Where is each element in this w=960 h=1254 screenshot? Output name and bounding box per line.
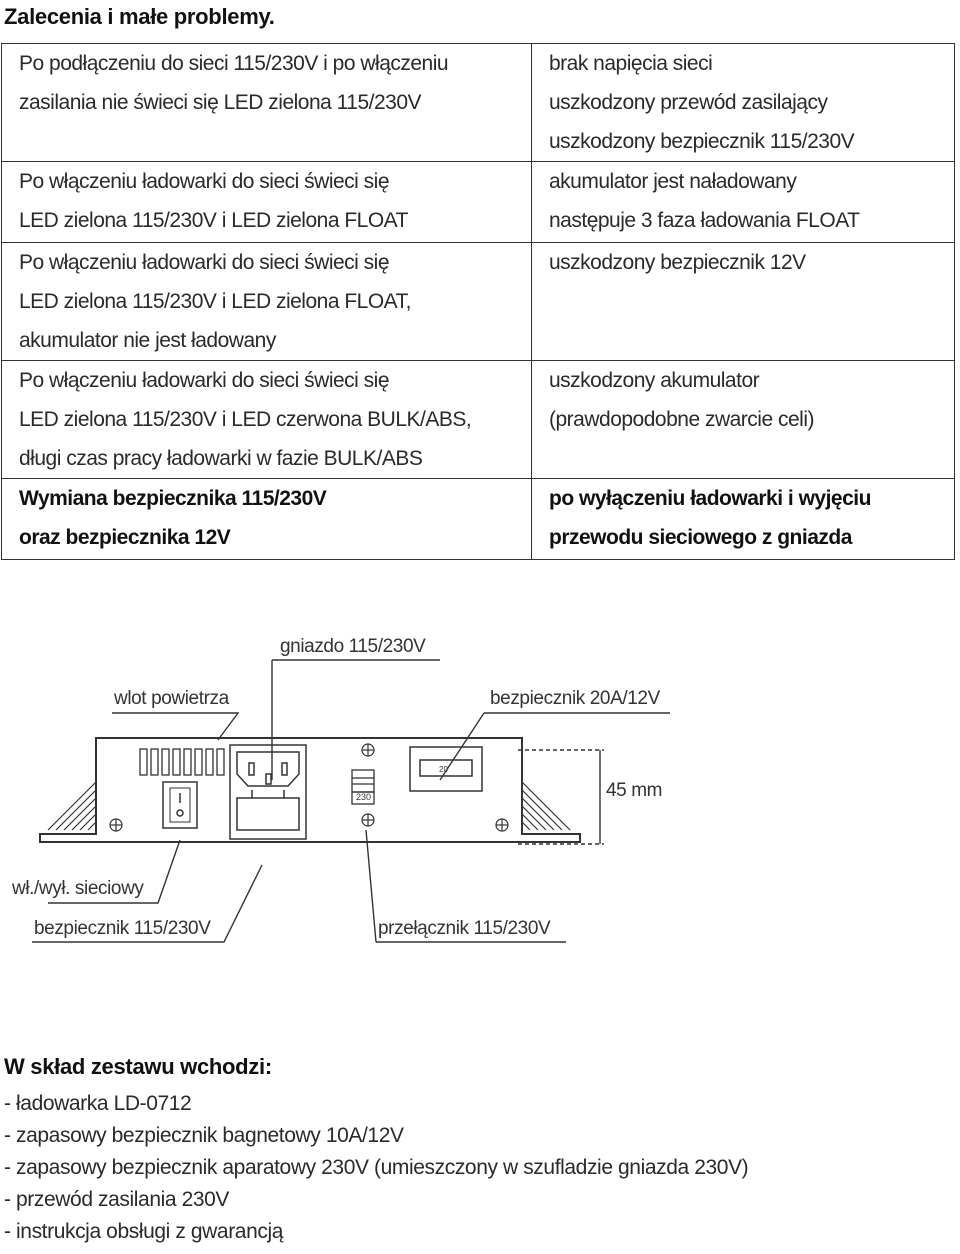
symptom-cell: Po włączeniu ładowarki do sieci świeci s… — [1, 161, 532, 243]
cause-cell: uszkodzony bezpiecznik 12V — [531, 242, 955, 361]
charger-panel-diagram: 230 20 gniazdo 115/230V wlot powietrza b… — [0, 630, 960, 960]
heatsink-left — [47, 781, 97, 831]
label-voltage-switch: przełącznik 115/230V — [378, 918, 551, 939]
label-fuse-12v: bezpiecznik 20A/12V — [490, 688, 660, 709]
fuse-drawer — [236, 797, 300, 831]
symptom-cell: Po włączeniu ładowarki do sieci świeci s… — [1, 242, 532, 361]
kit-contents-title: W skład zestawu wchodzi: — [4, 1054, 272, 1079]
voltage-selector — [351, 769, 375, 805]
label-fuse-230v: bezpiecznik 115/230V — [34, 918, 211, 939]
symptom-cell: Po podłączeniu do sieci 115/230V i po wł… — [1, 43, 532, 162]
heatsink-right — [521, 781, 571, 831]
air-vents — [139, 748, 225, 776]
cause-cell: brak napięcia sieci uszkodzony przewód z… — [531, 43, 955, 162]
kit-contents-list: - ładowarka LD-0712 - zapasowy bezpieczn… — [4, 1088, 749, 1248]
charger-panel-drawing: 230 20 — [32, 659, 670, 943]
table-row: Po włączeniu ładowarki do sieci świeci s… — [1, 161, 955, 243]
cause-cell: akumulator jest naładowany następuje 3 f… — [531, 161, 955, 243]
label-power-switch: wł./wył. sieciowy — [12, 878, 144, 899]
table-row: Po podłączeniu do sieci 115/230V i po wł… — [1, 43, 955, 162]
label-height: 45 mm — [606, 780, 663, 801]
fuse-rating-text: 20 — [439, 765, 448, 774]
page-heading: Zalecenia i małe problemy. — [4, 4, 275, 29]
symptom-cell: Po włączeniu ładowarki do sieci świeci s… — [1, 360, 532, 479]
fuse-12v-holder — [409, 746, 483, 792]
label-socket: gniazdo 115/230V — [280, 636, 426, 657]
screw-icon — [109, 818, 123, 832]
table-row: Po włączeniu ładowarki do sieci świeci s… — [1, 242, 955, 361]
table-row: Wymiana bezpiecznika 115/230V oraz bezpi… — [1, 478, 955, 560]
list-item: - przewód zasilania 230V — [4, 1188, 230, 1211]
list-item: - zapasowy bezpiecznik aparatowy 230V (u… — [4, 1156, 749, 1179]
label-air-inlet: wlot powietrza — [114, 688, 229, 709]
fuse-replacement-condition-cell: po wyłączeniu ładowarki i wyjęciu przewo… — [531, 478, 955, 560]
charger-housing — [39, 737, 581, 843]
selector-text: 230 — [356, 792, 371, 802]
power-switch — [162, 781, 198, 829]
leader-line-air-inlet — [112, 712, 240, 741]
leader-line-fuse-230v — [32, 864, 263, 943]
troubleshooting-table: Po podłączeniu do sieci 115/230V i po wł… — [1, 43, 955, 560]
screw-icon — [495, 818, 509, 832]
table-row: Po włączeniu ładowarki do sieci świeci s… — [1, 360, 955, 479]
list-item: - ładowarka LD-0712 — [4, 1092, 192, 1115]
fuse-replacement-cell: Wymiana bezpiecznika 115/230V oraz bezpi… — [1, 478, 532, 560]
screw-icon — [361, 813, 375, 827]
leader-line-power-switch — [48, 839, 181, 904]
cause-cell: uszkodzony akumulator (prawdopodobne zwa… — [531, 360, 955, 479]
screw-icon — [361, 743, 375, 757]
list-item: - instrukcja obsługi z gwarancją — [4, 1220, 283, 1243]
list-item: - zapasowy bezpiecznik bagnetowy 10A/12V — [4, 1124, 404, 1147]
iec-socket — [229, 744, 307, 840]
